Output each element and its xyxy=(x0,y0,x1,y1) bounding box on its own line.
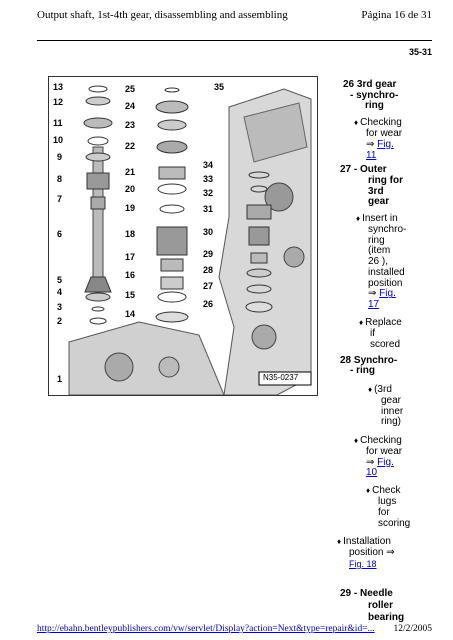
item-29-line: roller xyxy=(368,600,394,611)
callout-29: 29 xyxy=(203,249,214,259)
callout-7: 7 xyxy=(57,194,63,204)
callout-30: 30 xyxy=(203,227,214,237)
callout-16: 16 xyxy=(125,270,136,280)
callout-20: 20 xyxy=(125,184,136,194)
section-number: 35-31 xyxy=(408,47,432,57)
callout-28: 28 xyxy=(203,265,214,275)
fig-11-link-number[interactable]: 11 xyxy=(366,149,377,161)
illustration-code: N35-0237 xyxy=(263,373,299,382)
callout-1: 1 xyxy=(57,374,63,384)
callout-18: 18 xyxy=(125,229,136,239)
callout-9: 9 xyxy=(57,152,63,162)
gearbox-drawing xyxy=(68,85,312,395)
callout-25: 25 xyxy=(125,84,136,94)
callout-4: 4 xyxy=(57,287,63,297)
callout-17: 17 xyxy=(125,252,136,262)
callout-3: 3 xyxy=(57,302,63,312)
callout-27: 27 xyxy=(203,281,214,291)
callout-32: 32 xyxy=(203,188,214,198)
callout-2: 2 xyxy=(57,316,63,326)
callout-26: 26 xyxy=(203,299,214,309)
footer-date: 12/2/2005 xyxy=(393,624,432,634)
header-rule xyxy=(37,40,432,41)
diamond-bullet-icon: ♦ xyxy=(366,486,371,496)
fig-11-link[interactable]: Fig. xyxy=(377,138,394,150)
footer-url-link[interactable]: http://ebahn.bentleypublishers.com/vw/se… xyxy=(37,624,375,634)
callout-15: 15 xyxy=(125,290,136,300)
fig-18-link[interactable]: Fig. 18 xyxy=(349,558,377,569)
callout-34: 34 xyxy=(203,160,214,170)
callout-10: 10 xyxy=(53,135,64,145)
diamond-bullet-icon: ♦ xyxy=(354,118,359,128)
callout-13: 13 xyxy=(53,82,64,92)
item-29-line: 29 - Needle xyxy=(340,588,393,599)
diamond-bullet-icon: ♦ xyxy=(356,214,361,224)
diamond-bullet-icon: ♦ xyxy=(368,385,373,395)
callout-23: 23 xyxy=(125,120,136,130)
callout-14: 14 xyxy=(125,309,136,319)
diamond-bullet-icon: ♦ xyxy=(337,537,342,547)
fig-10-link-number[interactable]: 10 xyxy=(366,467,378,479)
exploded-view-illustration: 13 12 11 10 9 8 7 6 5 4 3 2 1 25 24 23 2… xyxy=(48,76,318,396)
callout-12: 12 xyxy=(53,97,64,107)
diamond-bullet-icon: ♦ xyxy=(354,436,359,446)
callout-11: 11 xyxy=(53,118,63,128)
callout-31: 31 xyxy=(203,204,214,214)
page-header-title: Output shaft, 1st-4th gear, disassemblin… xyxy=(37,9,288,21)
callout-21: 21 xyxy=(125,167,136,177)
callout-19: 19 xyxy=(125,203,136,213)
fig-17-link[interactable]: Fig. xyxy=(379,288,396,300)
callout-24: 24 xyxy=(125,101,136,111)
callout-5: 5 xyxy=(57,275,63,285)
callout-22: 22 xyxy=(125,141,136,151)
fig-10-link[interactable]: Fig. xyxy=(377,456,394,468)
diamond-bullet-icon: ♦ xyxy=(359,318,364,328)
callout-33: 33 xyxy=(203,174,214,184)
item-29-line: bearing xyxy=(368,612,405,623)
callout-6: 6 xyxy=(57,229,63,239)
callout-8: 8 xyxy=(57,174,63,184)
page-number: Página 16 de 31 xyxy=(361,9,432,21)
fig-17-link-number[interactable]: 17 xyxy=(368,299,380,311)
callout-35: 35 xyxy=(214,82,225,92)
